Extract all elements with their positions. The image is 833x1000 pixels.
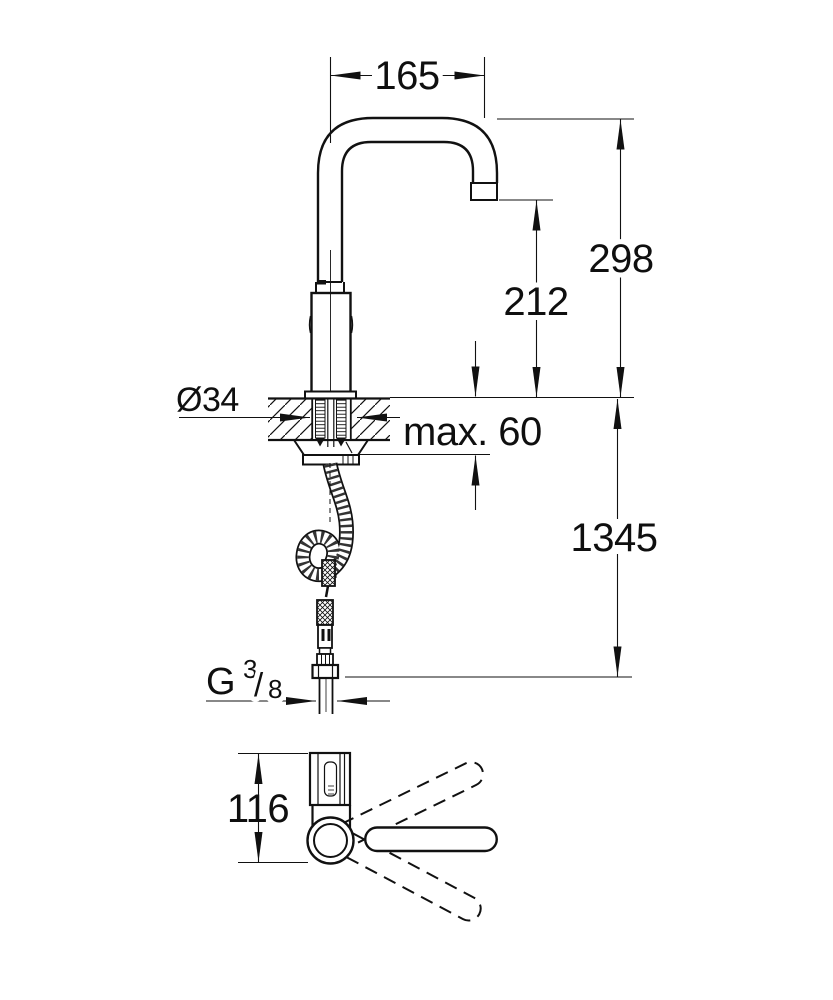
thread-denominator: 8 — [268, 674, 282, 704]
hose-end-stub — [321, 559, 336, 587]
hose-loop — [295, 462, 354, 598]
body-bulge-left — [308, 315, 312, 334]
lever-solid — [364, 826, 498, 853]
hose-braid-segment — [316, 599, 334, 626]
lever-dashed-up — [341, 761, 485, 847]
dimension-labels: 165 298 212 Ø34 max. 60 1345 G 3 / 8 116 — [171, 49, 663, 836]
dim-max-thickness-label: max. 60 — [403, 410, 542, 454]
body-bulge-right — [350, 315, 354, 334]
base-circle-inner — [313, 823, 348, 858]
dim-diameter-label: Ø34 — [176, 381, 239, 419]
sensor-window — [317, 280, 326, 285]
dim-116 — [238, 752, 308, 864]
spout-body-transition — [315, 280, 345, 293]
top-view — [238, 751, 498, 922]
lever-dashed-down — [340, 832, 482, 922]
thread-slash: / — [254, 666, 264, 703]
hose-lower-connector — [311, 599, 340, 714]
front-view — [268, 57, 499, 714]
thread-g: G — [206, 661, 235, 703]
dimension-lines — [179, 57, 634, 705]
mounting-cone-nut — [293, 439, 369, 466]
threaded-stud-right — [336, 399, 347, 439]
dim-height-top-label: 298 — [588, 237, 653, 281]
dim-reach-label: 165 — [374, 54, 439, 98]
threaded-stud-left — [315, 399, 326, 439]
spout-outline — [316, 116, 499, 282]
mounting-deck — [268, 397, 390, 447]
top-body — [308, 751, 352, 828]
logo-capsule — [323, 761, 338, 797]
dim-hose-length-label: 1345 — [571, 516, 658, 560]
hex-nut — [311, 663, 340, 680]
dim-thread-label: G 3 / 8 — [201, 649, 288, 709]
aerator — [470, 182, 498, 201]
dim-height-outlet-label: 212 — [503, 280, 568, 324]
